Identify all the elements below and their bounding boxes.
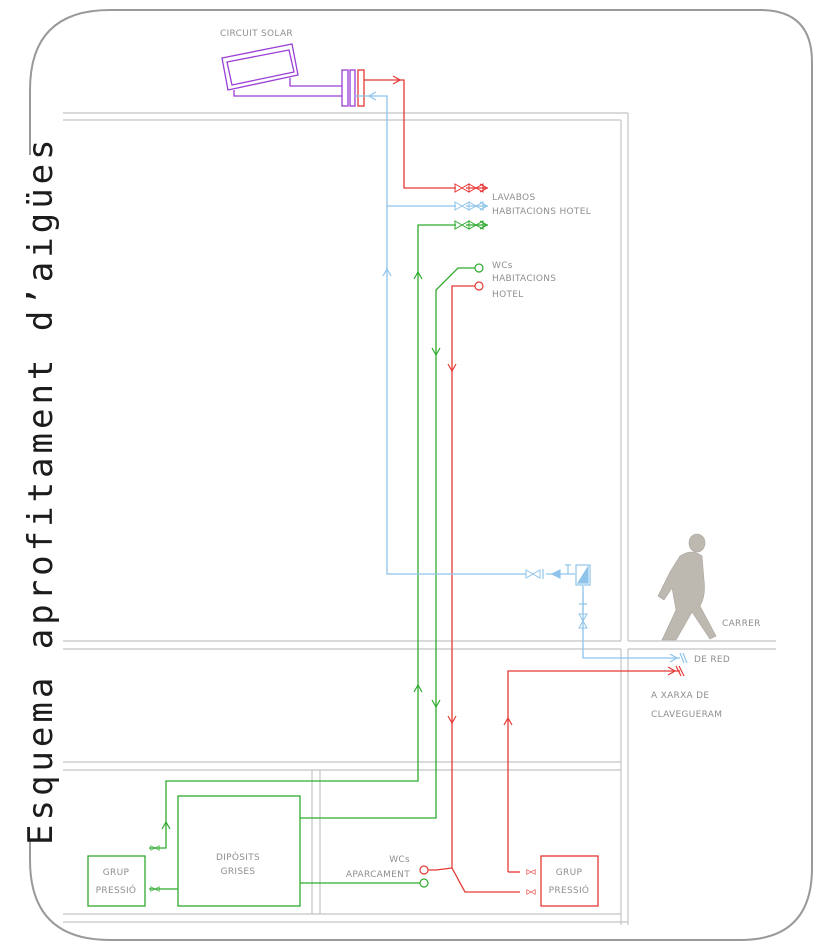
outlet-icon — [474, 263, 484, 273]
hot-water-pipes — [364, 79, 680, 893]
outlet-icon — [419, 878, 429, 888]
label-lavabos-habitacions: HABITACIONS HOTEL — [492, 207, 591, 217]
label-a-xarxa: A XARXA DE — [651, 691, 709, 701]
label-pressio-left: PRESSIÓ — [96, 884, 137, 896]
label-wcs: WCs — [492, 261, 513, 271]
label-grup-right: GRUP — [556, 868, 583, 878]
valve-icon — [150, 220, 484, 892]
label-de-red: DE RED — [694, 655, 730, 665]
valve-icon — [454, 201, 588, 629]
label-lavabos: LAVABOS — [492, 193, 535, 203]
water-meter-icon — [542, 564, 591, 612]
hot-water-arrows — [392, 75, 685, 726]
building-outline — [63, 112, 776, 925]
label-diposits: DIPÒSITS — [216, 851, 260, 863]
label-wcs-aparc: WCs — [389, 855, 410, 865]
grup-pressio-left — [87, 855, 146, 907]
grey-water-pipes — [149, 224, 488, 890]
diagram-frame — [29, 9, 813, 941]
label-wcs-habitacions: HABITACIONS — [492, 274, 556, 284]
diposits-grises — [177, 795, 301, 907]
walking-person-icon — [657, 533, 717, 641]
grup-pressio-right — [540, 855, 599, 907]
label-grup-left: GRUP — [103, 868, 130, 878]
grey-water-arrows — [161, 220, 489, 830]
outlet-icon — [474, 281, 484, 291]
outlet-icon — [419, 865, 429, 875]
cold-water-arrows — [367, 91, 688, 664]
label-pressio-right: PRESSIÓ — [549, 884, 590, 896]
solar-panel-icon — [221, 43, 356, 107]
heat-exchanger — [357, 69, 365, 107]
label-wcs-hotel: HOTEL — [492, 290, 524, 300]
label-circuit-solar: CIRCUIT SOLAR — [220, 29, 293, 39]
label-aparcament: APARCAMENT — [346, 870, 410, 880]
label-clavegueram: CLAVEGUERAM — [651, 710, 722, 720]
label-carrer: CARRER — [722, 619, 761, 629]
label-grises: GRISES — [221, 867, 256, 877]
page-title: Esquema aprofitament d’aigües — [21, 135, 61, 845]
